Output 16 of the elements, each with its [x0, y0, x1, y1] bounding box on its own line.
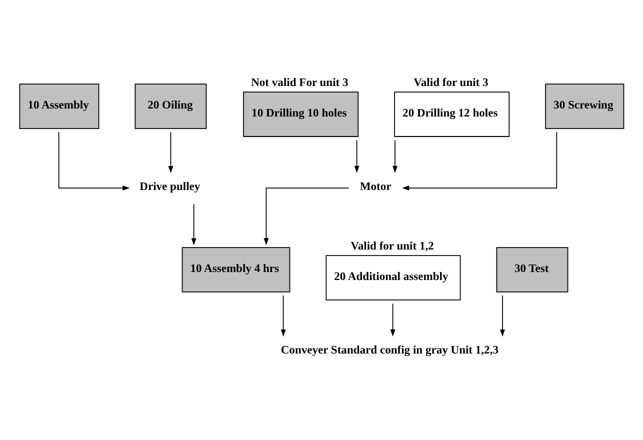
arrow: [402, 132, 558, 191]
node-text: Drive pulley: [140, 181, 200, 194]
arrow: [168, 132, 174, 174]
arrow: [264, 188, 350, 246]
node-text: Conveyer Standard config in gray Unit 1,2,3: [280, 344, 498, 357]
arrow: [390, 303, 396, 336]
arrow: [500, 295, 505, 337]
node-label: Not valid For unit 3: [251, 77, 348, 90]
arrow: [191, 204, 196, 246]
arrow: [392, 140, 398, 174]
arrow: [58, 132, 130, 191]
arrow: [280, 295, 286, 337]
node-label: Valid for unit 3: [414, 77, 488, 90]
node-label: Valid for unit 1,2: [350, 240, 434, 253]
node-text: Motor: [360, 181, 392, 194]
arrow: [354, 140, 360, 174]
